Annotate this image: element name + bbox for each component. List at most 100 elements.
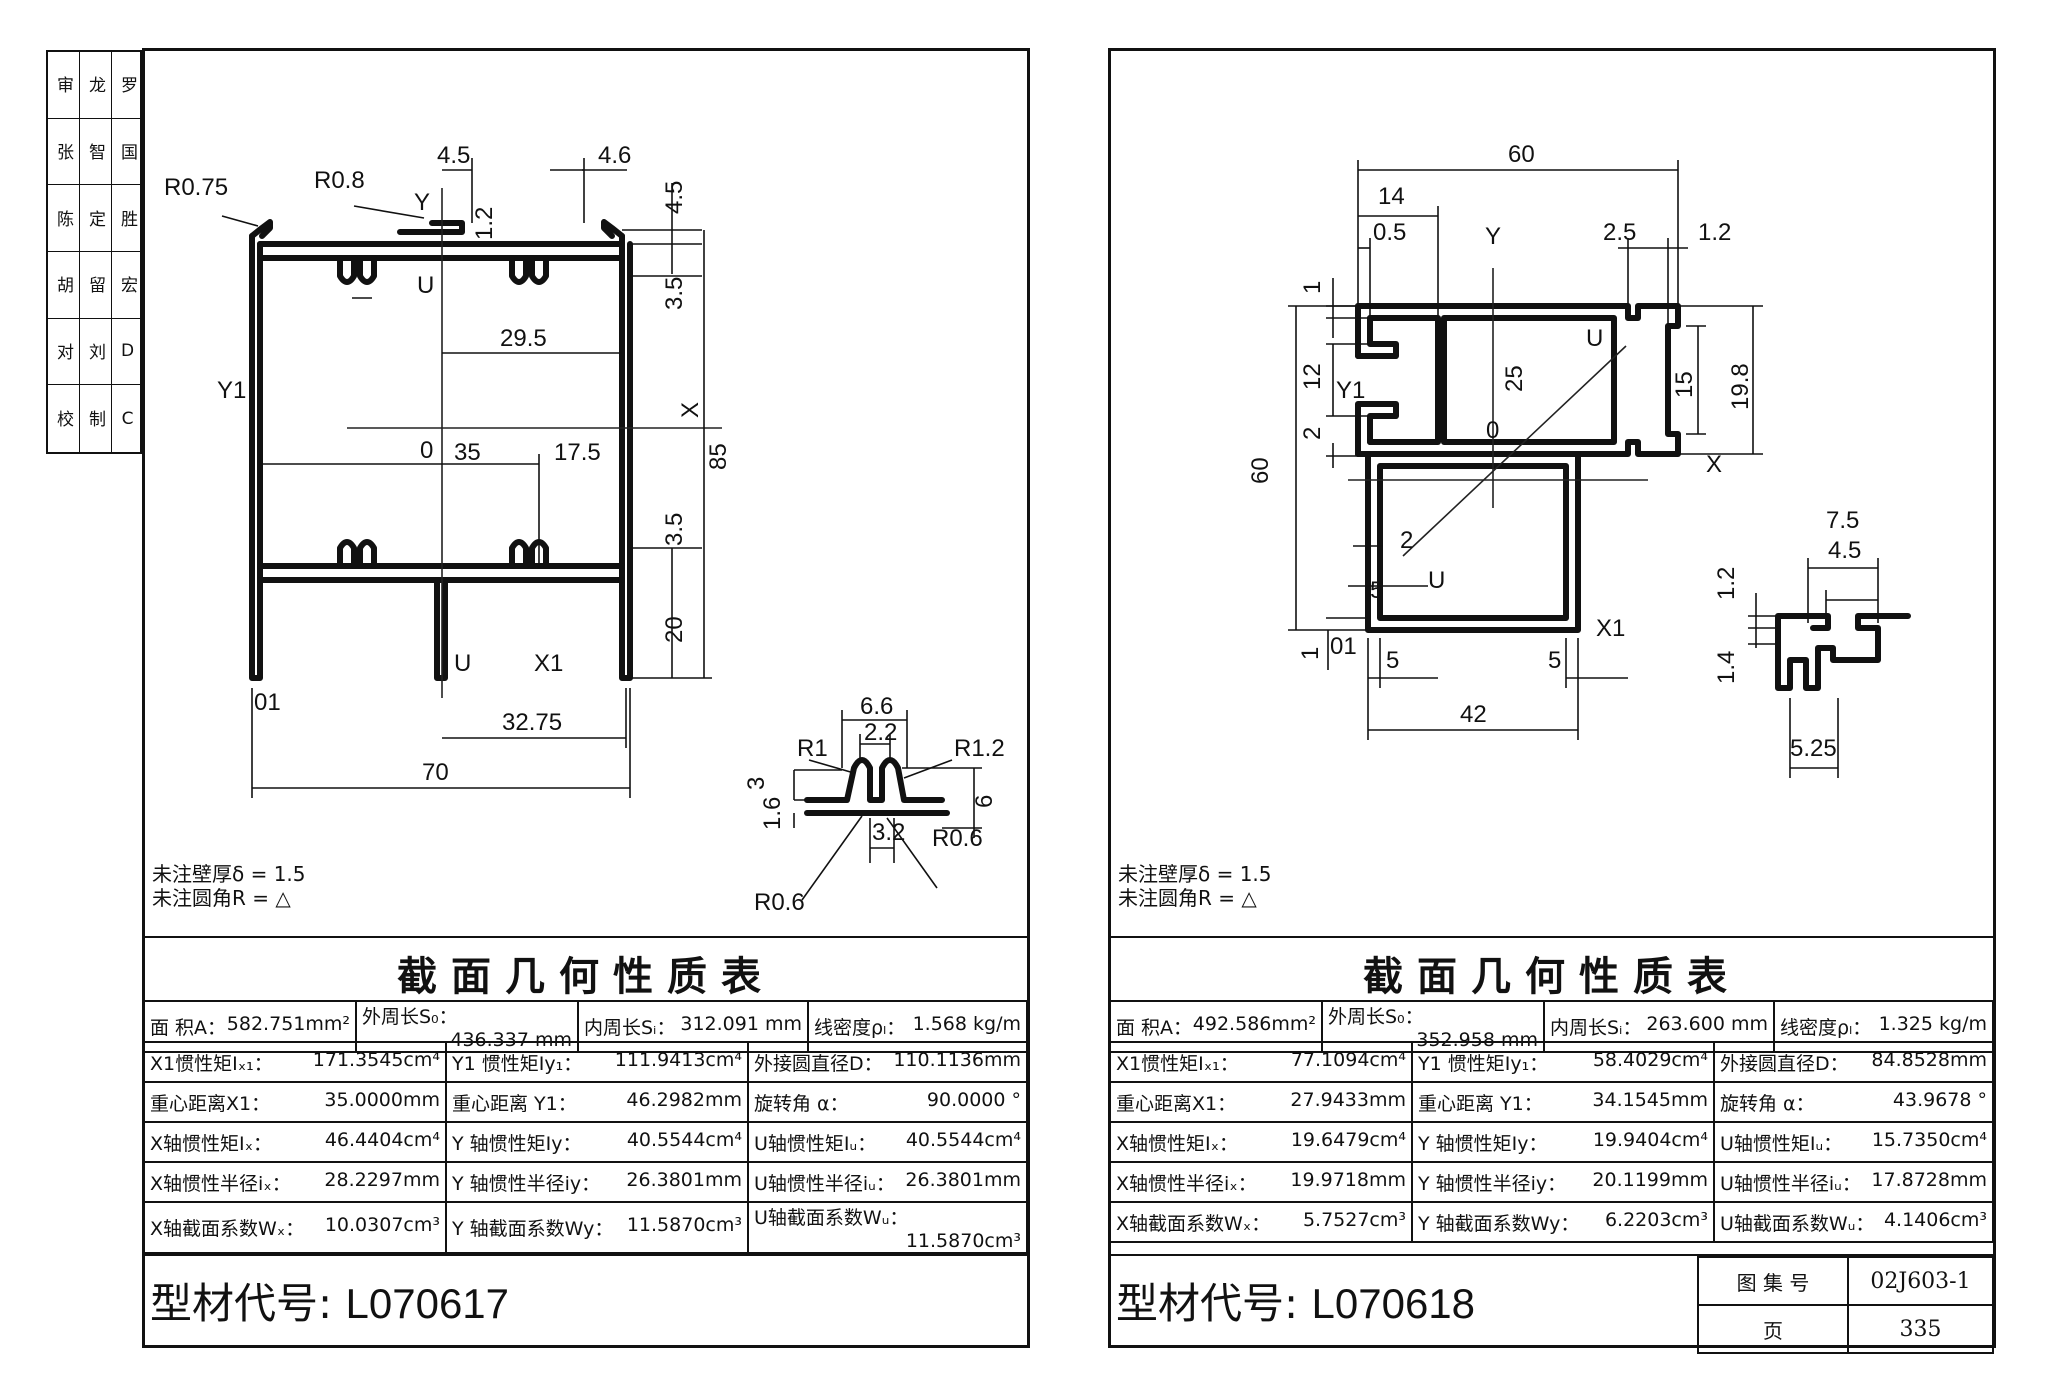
sign-cell: 智 [80, 118, 112, 186]
table-row: 重心距离X1：35.0000mm 重心距离 Y1：46.2982mm 旋转角 α… [143, 1081, 1028, 1123]
dim-6: 6 [971, 795, 998, 808]
dim-19-8: 19.8 [1727, 363, 1754, 410]
sign-cell: 龙 [80, 52, 112, 119]
right-detail: 7.5 4.5 1.2 1.4 5.25 [1713, 507, 1911, 778]
dim-1-2: 1.2 [1698, 219, 1731, 246]
left-sheet-frame [142, 48, 1030, 1348]
sign-cell: 留 [80, 251, 112, 319]
sign-cell: 国 [112, 118, 144, 186]
dim-3-5: 3.5 [661, 277, 688, 310]
right-properties-table-2: X1惯性矩Iₓ₁：77.1094cm⁴ Y1 惯性矩Iy₁：58.4029cm⁴… [1109, 1041, 1994, 1243]
left-section-drawing: R0.75 R0.8 4.5 4.6 Y 1.2 4.5 3.5 U 29.5 … [164, 142, 1005, 916]
dim-20: 20 [661, 616, 688, 643]
dim-1-2d: 1.2 [1713, 567, 1740, 600]
atlas-number-label: 图 集 号 [1697, 1256, 1849, 1306]
sign-cell: 胡 [48, 251, 80, 319]
dim-25: 25 [1501, 365, 1528, 392]
sign-cell: 审 [48, 52, 80, 119]
dim-2: 2 [1299, 427, 1326, 440]
left-table-title: 截面几何性质表 [397, 953, 775, 1000]
dim-17-5: 17.5 [554, 439, 601, 466]
note-fillet: 未注圆角R = △ [1118, 886, 1257, 910]
dim-70: 70 [422, 759, 449, 786]
left-table-top-rule [142, 936, 1030, 938]
left-properties-table-2: X1惯性矩Iₓ₁：171.3545cm⁴ Y1 惯性矩Iy₁：111.9413c… [143, 1041, 1028, 1254]
dim-3-5b: 3.5 [661, 513, 688, 546]
profile-L070618 [1355, 303, 1681, 633]
model-code: L070617 [345, 1280, 510, 1327]
table-row: 图 集 号 02J603-1 [1697, 1256, 1994, 1306]
label-x1: X1 [1596, 615, 1625, 642]
label-u2: U [1428, 567, 1445, 594]
table-row: X轴惯性矩Iₓ：46.4404cm⁴ Y 轴惯性矩Iy：40.5544cm⁴ U… [143, 1121, 1028, 1163]
sign-cell: 胜 [112, 185, 144, 252]
note-wall-thickness: 未注壁厚δ = 1.5 [1118, 862, 1272, 886]
model-label: 型材代号: [1116, 1279, 1299, 1328]
dim-4-5: 4.5 [1828, 537, 1861, 564]
dim-5-25: 5.25 [1790, 735, 1837, 762]
dim-3-2: 3.2 [872, 819, 905, 846]
dim-2b: 2 [1400, 527, 1413, 554]
left-model-rule [142, 1254, 1030, 1256]
dim-12: 12 [1299, 363, 1326, 390]
dim-7-5: 7.5 [1826, 507, 1859, 534]
label-o: 0 [1486, 417, 1499, 444]
dim-35: 35 [454, 439, 481, 466]
note-fillet: 未注圆角R = △ [152, 886, 291, 910]
page-number: 335 [1847, 1304, 1994, 1354]
dim-14: 14 [1378, 183, 1405, 210]
right-section-drawing: 60 14 0.5 Y 2.5 1.2 1 12 Y1 2 25 U 0 15 … [1247, 141, 1911, 778]
dim-85: 85 [705, 443, 732, 470]
signature-strip: 审 龙 罗 张 智 国 陈 定 胜 胡 留 宏 对 刘 D 校 制 C [46, 50, 144, 454]
dim-1-2: 1.2 [471, 207, 498, 240]
dim-r0-6a: R0.6 [754, 889, 805, 916]
dim-1: 1 [1299, 281, 1326, 294]
dim-42: 42 [1460, 701, 1487, 728]
dim-r08: R0.8 [314, 167, 365, 194]
dim-60-top: 60 [1508, 141, 1535, 168]
label-x: X [677, 402, 704, 418]
sign-cell: 定 [80, 185, 112, 252]
dim-4-5: 4.5 [437, 142, 470, 169]
sign-cell: 陈 [48, 185, 80, 252]
label-y: Y [1485, 223, 1501, 250]
table-row: 重心距离X1：27.9433mm 重心距离 Y1：34.1545mm 旋转角 α… [1109, 1081, 1994, 1123]
label-u2: U [454, 650, 471, 677]
right-model-rule [1108, 1254, 1996, 1256]
left-dimension-lines [221, 158, 712, 798]
dim-15: 15 [1671, 371, 1698, 398]
dim-r1: R1 [797, 735, 828, 762]
dim-r075: R0.75 [164, 174, 228, 201]
model-code: L070618 [1311, 1280, 1476, 1327]
u-axis-line [1402, 345, 1627, 557]
label-x: X [1706, 451, 1722, 478]
label-u1: U [1586, 325, 1603, 352]
sign-cell: 罗 [112, 52, 144, 119]
dim-5c: 5 [1548, 647, 1561, 674]
sign-cell: 张 [48, 118, 80, 186]
left-notes: 未注壁厚δ = 1.5 未注圆角R = △ [152, 862, 306, 910]
label-y: Y [414, 189, 430, 216]
model-label: 型材代号: [150, 1279, 333, 1328]
profile-L070617 [249, 219, 633, 681]
sign-cell: 制 [80, 385, 112, 452]
dim-0-5: 0.5 [1373, 219, 1406, 246]
sign-cell: 校 [48, 385, 80, 452]
note-wall-thickness: 未注壁厚δ = 1.5 [152, 862, 306, 886]
dim-3: 3 [743, 777, 770, 790]
dim-4-5b: 4.5 [661, 181, 688, 214]
table-row: 页 335 [1697, 1304, 1994, 1354]
table-row: X轴截面系数Wₓ：10.0307cm³ Y 轴截面系数Wy：11.5870cm³… [143, 1201, 1028, 1254]
dim-2-5: 2.5 [1603, 219, 1636, 246]
label-o: 0 [420, 437, 433, 464]
right-table-title: 截面几何性质表 [1363, 953, 1741, 1000]
dim-1b: 1 [1297, 647, 1324, 660]
sign-cell: 对 [48, 318, 80, 386]
page-label: 页 [1697, 1304, 1849, 1354]
table-row: X1惯性矩Iₓ₁：77.1094cm⁴ Y1 惯性矩Iy₁：58.4029cm⁴… [1109, 1041, 1994, 1083]
dim-5b: 5 [1386, 647, 1399, 674]
dim-6-6: 6.6 [860, 693, 893, 720]
dim-29-5: 29.5 [500, 325, 547, 352]
dim-r1-2: R1.2 [954, 735, 1005, 762]
sign-cell: C [112, 385, 144, 452]
